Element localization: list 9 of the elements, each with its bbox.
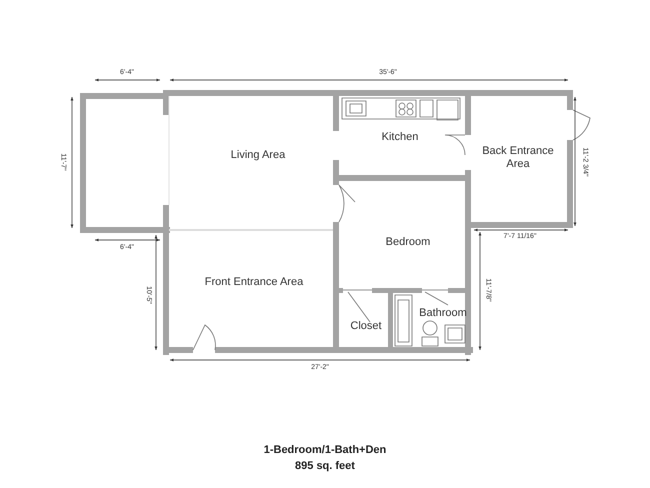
room-label: Back Entrance Area (478, 145, 558, 171)
room-label: Bathroom (419, 306, 467, 320)
room-label: Kitchen (382, 130, 418, 144)
room-label: Bedroom (386, 236, 430, 248)
room-label: Closet (350, 320, 382, 332)
room-label: Living Area (230, 148, 286, 162)
room-label: Front Entrance Area (204, 276, 304, 288)
unit-type-text: 1-Bedroom/1-Bath+Den (264, 444, 386, 456)
area-text: 895 sq. feet (295, 460, 355, 472)
